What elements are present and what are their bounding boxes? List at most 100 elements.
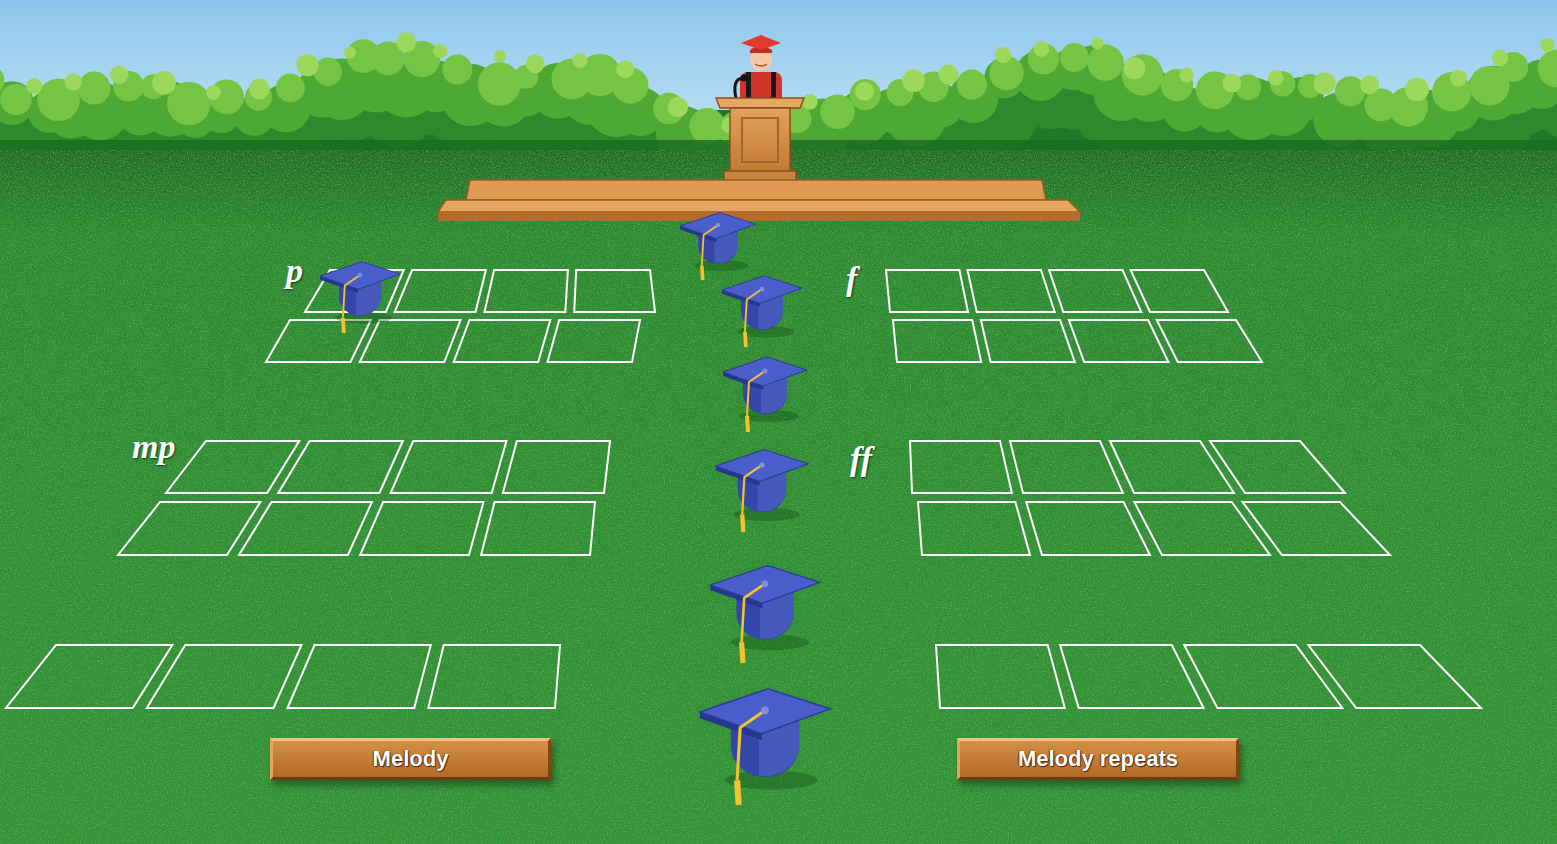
foliage [957, 70, 987, 100]
cap-tassel-cord [742, 465, 762, 515]
foliage [1087, 45, 1123, 81]
standing-square [1210, 441, 1345, 493]
foliage [820, 94, 855, 129]
standing-square [147, 645, 302, 708]
standing-square [1060, 645, 1204, 708]
standing-square [936, 645, 1065, 708]
foliage [668, 97, 688, 117]
foliage [478, 62, 521, 105]
foliage [442, 55, 472, 85]
standing-square [481, 502, 595, 555]
cap-tassel-cord [702, 225, 718, 266]
cap-tassel [700, 266, 705, 280]
foliage [78, 72, 111, 105]
cap-tassel-cord [737, 710, 765, 780]
cap-button [759, 462, 765, 468]
foliage [344, 47, 356, 59]
foliage [995, 47, 1011, 63]
foliage [1450, 69, 1467, 86]
standing-square [981, 320, 1075, 362]
foliage [1538, 50, 1557, 88]
standing-squares [6, 270, 1481, 708]
standing-square [485, 270, 568, 312]
stage-step [466, 180, 1046, 200]
foliage [855, 82, 874, 101]
cap-button [358, 273, 363, 278]
cap-tassel [742, 514, 743, 532]
podium-top [716, 98, 804, 108]
foliage [65, 73, 82, 90]
cap-tassel [743, 332, 748, 347]
standing-square [1157, 320, 1262, 362]
foliage [1179, 68, 1194, 83]
foliage [297, 54, 319, 76]
cap-board [722, 276, 802, 304]
foliage [206, 85, 221, 100]
foliage [1540, 38, 1554, 52]
foliage [276, 73, 305, 102]
standing-square [968, 270, 1055, 312]
graduation-cap [710, 566, 819, 664]
cap-tassel [737, 780, 739, 805]
grass-highlights [0, 150, 1557, 844]
speaker-smile [755, 64, 767, 66]
cap-button [760, 287, 765, 292]
foliage [1060, 43, 1089, 72]
foliage [902, 69, 925, 92]
dynamic-marking: p [286, 254, 303, 288]
foliage [1492, 50, 1508, 66]
standing-square [266, 320, 371, 362]
cap-tassel-cord [745, 289, 762, 332]
standing-square [166, 441, 299, 493]
standing-square [391, 441, 507, 493]
foliage [433, 44, 447, 58]
graduation-cap [722, 276, 802, 347]
foliage [152, 71, 176, 95]
cap-board [710, 566, 819, 604]
dynamic-marking: mp [132, 430, 175, 464]
foliage [572, 53, 587, 68]
foliage [26, 78, 42, 94]
cap-button [762, 580, 769, 587]
foliage [396, 32, 416, 52]
cap-board-edge [723, 357, 807, 390]
cap-board [700, 689, 830, 734]
cap-button [763, 369, 768, 374]
foliage [938, 65, 958, 85]
foliage [249, 79, 270, 100]
cap-button [716, 223, 721, 228]
cap-board-edge [710, 566, 819, 609]
standing-square [288, 645, 431, 708]
foliage [1405, 77, 1429, 101]
foliage [1335, 76, 1365, 106]
standing-square [574, 270, 655, 312]
cap-tassel-cord [747, 371, 765, 416]
dynamic-marking: ff [850, 442, 872, 476]
graduation-cap [680, 213, 756, 281]
button-label: Melody repeats [1018, 747, 1178, 771]
cap-tassel-cord [343, 275, 360, 318]
foliage [1123, 57, 1145, 79]
foliage [1122, 54, 1163, 95]
standing-square [893, 320, 981, 362]
graduation-caps [320, 213, 830, 806]
foliage [1360, 75, 1379, 94]
standing-square [6, 645, 172, 708]
cap-tassel [742, 642, 743, 663]
standing-square [428, 645, 560, 708]
foliage [802, 94, 818, 110]
lawn [0, 150, 1557, 844]
standing-square [1131, 270, 1228, 312]
standing-square [278, 441, 403, 493]
cap-board [723, 357, 807, 386]
stage-step [438, 200, 1080, 212]
standing-square [910, 441, 1012, 493]
graduation-cap [700, 689, 830, 805]
graduation-cap [723, 357, 807, 432]
cap-board-edge [320, 262, 400, 293]
cap-tassel-cord [742, 584, 765, 643]
foliage [1034, 41, 1050, 57]
cap-board-edge [722, 276, 802, 307]
button-label: Melody [373, 747, 449, 771]
